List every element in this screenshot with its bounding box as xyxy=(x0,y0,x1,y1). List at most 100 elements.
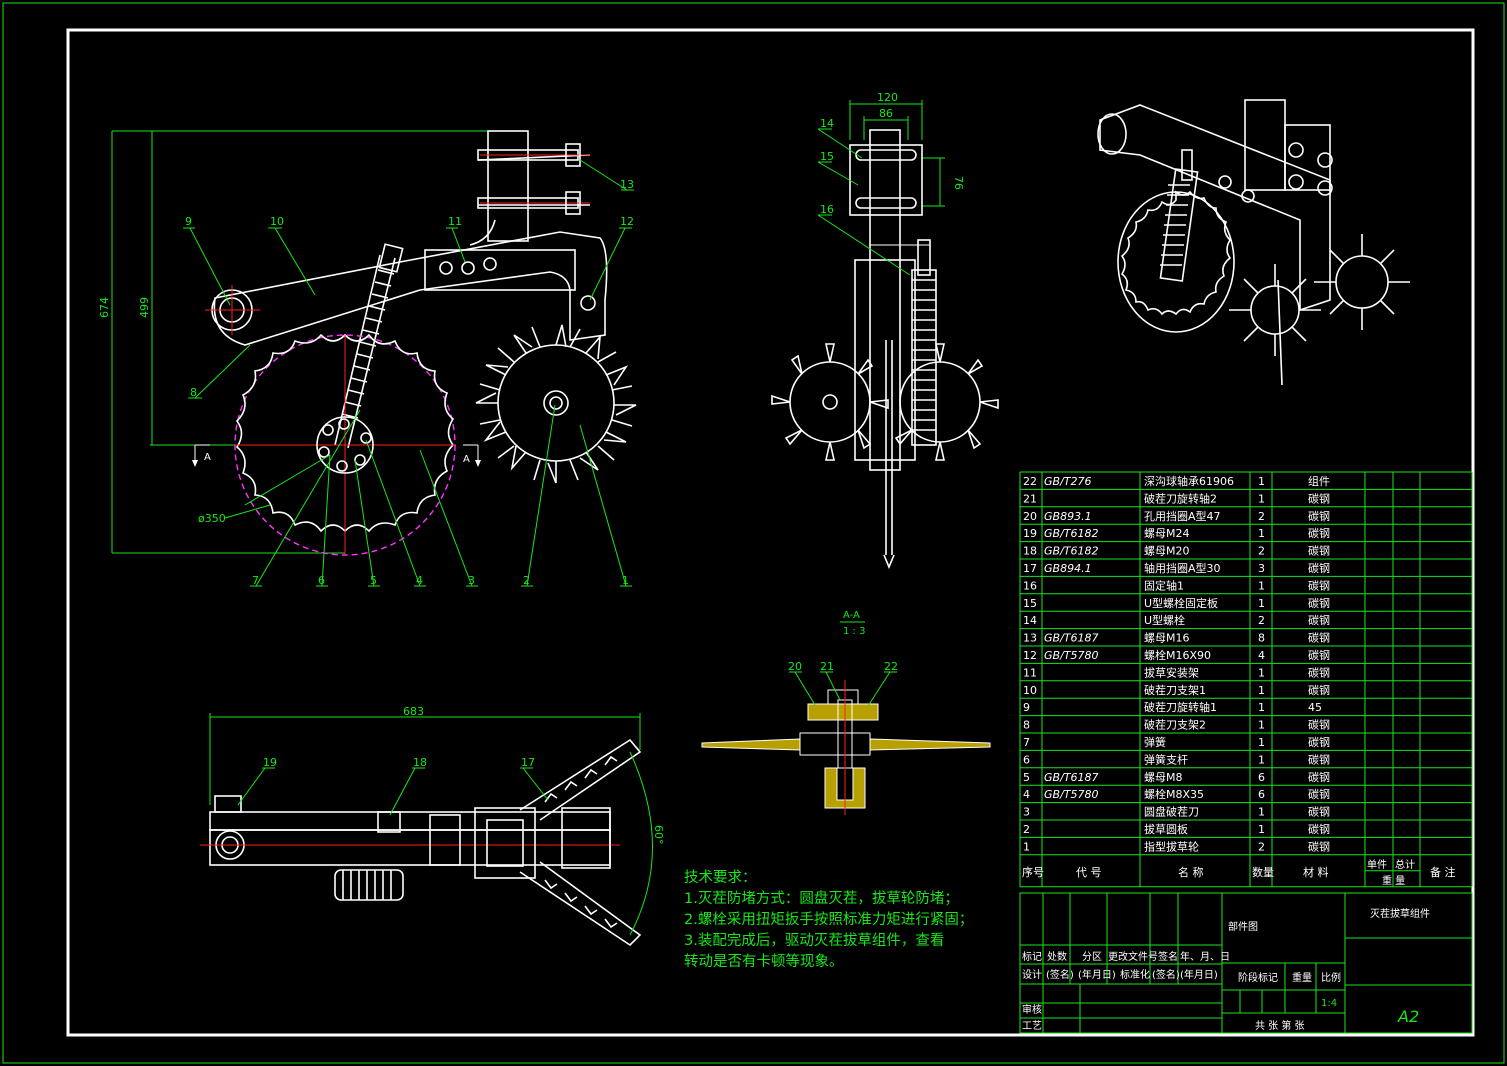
bom-qty: 1 xyxy=(1258,719,1265,732)
bom-qty: 6 xyxy=(1258,788,1265,801)
bom-no: 14 xyxy=(1023,614,1037,627)
bom-name: 指型拔草轮 xyxy=(1144,839,1199,853)
bom-header-cell: 材 料 xyxy=(1303,865,1329,879)
svg-text:签名: 签名 xyxy=(1158,950,1178,963)
tech-line: 转动是否有卡顿等现象。 xyxy=(684,954,844,970)
svg-text:10: 10 xyxy=(270,215,284,228)
bom-name: 破茬刀支架2 xyxy=(1144,718,1206,732)
svg-text:A: A xyxy=(204,452,211,463)
bom-qty: 1 xyxy=(1258,579,1265,592)
svg-text:11: 11 xyxy=(448,215,462,228)
bom-material: 碳钢 xyxy=(1308,735,1330,749)
svg-text:更改文件号: 更改文件号 xyxy=(1108,950,1158,963)
bom-qty: 1 xyxy=(1258,597,1265,610)
svg-text:灭茬拔草组件: 灭茬拔草组件 xyxy=(1370,907,1430,920)
bom-no: 20 xyxy=(1023,510,1037,523)
tech-line: 2.螺栓采用扭矩扳手按照标准力矩进行紧固； xyxy=(684,912,974,928)
bom-material: 碳钢 xyxy=(1308,613,1330,627)
bom-qty: 2 xyxy=(1258,510,1265,523)
bom-no: 4 xyxy=(1023,788,1030,801)
svg-text:处数: 处数 xyxy=(1047,950,1067,963)
svg-text:ø350: ø350 xyxy=(198,512,226,525)
bom-material: 碳钢 xyxy=(1308,683,1330,697)
bom-no: 22 xyxy=(1023,475,1037,488)
side-view: 120 86 76 14 15 16 xyxy=(771,91,999,570)
bom-header-cell: 序号 xyxy=(1022,865,1044,879)
bom-code: GB/T5780 xyxy=(1044,788,1099,801)
bom-qty: 1 xyxy=(1258,666,1265,679)
svg-text:3: 3 xyxy=(468,574,475,587)
bom-no: 2 xyxy=(1023,823,1030,836)
bom-material: 碳钢 xyxy=(1308,491,1330,505)
svg-text:(签名): (签名) xyxy=(1152,968,1180,981)
svg-text:共 张 第 张: 共 张 第 张 xyxy=(1255,1019,1305,1032)
dim-499: 499 xyxy=(138,297,151,318)
svg-text:15: 15 xyxy=(820,150,834,163)
top-view: 683 60° 19 18 17 xyxy=(200,705,665,947)
tech-heading: 技术要求： xyxy=(684,870,757,886)
svg-text:8: 8 xyxy=(190,386,197,399)
svg-text:1 : 3: 1 : 3 xyxy=(843,626,865,637)
svg-text:标准化: 标准化 xyxy=(1120,968,1150,981)
bom-code: GB/T6187 xyxy=(1044,771,1099,784)
svg-text:1: 1 xyxy=(622,574,629,587)
svg-text:阶段标记: 阶段标记 xyxy=(1238,971,1278,984)
front-view: 674 499 xyxy=(98,130,637,587)
svg-text:7: 7 xyxy=(252,574,259,587)
svg-text:22: 22 xyxy=(884,660,898,673)
bom-name: U型螺栓 xyxy=(1144,613,1185,627)
bom-no: 13 xyxy=(1023,632,1037,645)
bom-qty: 2 xyxy=(1258,614,1265,627)
svg-text:17: 17 xyxy=(521,756,535,769)
bom-header-cell: 总计 xyxy=(1395,858,1415,871)
svg-text:重量: 重量 xyxy=(1292,971,1312,984)
svg-text:设计: 设计 xyxy=(1022,968,1042,981)
svg-text:(年月日): (年月日) xyxy=(1078,968,1116,981)
bom-code: GB894.1 xyxy=(1044,562,1092,575)
bom-no: 18 xyxy=(1023,545,1037,558)
bom-header-cell: 单件 xyxy=(1367,859,1387,871)
bom-no: 5 xyxy=(1023,771,1030,784)
bom-qty: 8 xyxy=(1258,632,1265,645)
svg-text:年、月、日: 年、月、日 xyxy=(1180,950,1230,963)
svg-text:20: 20 xyxy=(788,660,802,673)
svg-text:2: 2 xyxy=(523,574,530,587)
bom-name: 深沟球轴承61906 xyxy=(1144,474,1234,488)
bom-qty: 6 xyxy=(1258,771,1265,784)
bom-name: 螺母M16 xyxy=(1144,632,1190,645)
bom-name: 破茬刀旋转轴1 xyxy=(1144,700,1217,714)
tech-line: 3.装配完成后，驱动灭茬拔草组件，查看 xyxy=(684,933,945,949)
title-block: 部件图 灭茬拔草组件 标记 处数 分区 更改文件号 签名 年、月、日 设计 (签… xyxy=(1019,892,1473,1034)
bom-name: U型螺栓固定板 xyxy=(1144,596,1218,610)
bom-no: 3 xyxy=(1023,806,1030,819)
svg-text:19: 19 xyxy=(263,756,277,769)
svg-text:60°: 60° xyxy=(652,825,665,845)
bom-name: 固定轴1 xyxy=(1144,578,1184,592)
bom-qty: 1 xyxy=(1258,753,1265,766)
bom-name: 弹簧支杆 xyxy=(1144,752,1188,766)
svg-text:(签名): (签名) xyxy=(1046,968,1074,981)
bom-qty: 3 xyxy=(1258,562,1265,575)
bom-material: 碳钢 xyxy=(1308,509,1330,523)
bom-qty: 1 xyxy=(1258,475,1265,488)
svg-text:A2: A2 xyxy=(1397,1007,1419,1026)
bom-name: 破茬刀支架1 xyxy=(1144,683,1206,697)
svg-text:比例: 比例 xyxy=(1321,971,1341,984)
bom-material: 45 xyxy=(1308,701,1322,714)
bom-header-cell: 数量 xyxy=(1252,866,1274,879)
bom-no: 11 xyxy=(1023,666,1037,679)
bom-header-cell: 名 称 xyxy=(1178,865,1204,879)
bom-qty: 2 xyxy=(1258,545,1265,558)
bom-header-cell: 备 注 xyxy=(1430,865,1456,879)
svg-text:(年月日): (年月日) xyxy=(1180,968,1218,981)
svg-text:4: 4 xyxy=(416,574,423,587)
svg-text:分区: 分区 xyxy=(1082,951,1102,963)
bom-qty: 4 xyxy=(1258,649,1265,662)
bom-no: 15 xyxy=(1023,597,1037,610)
svg-text:14: 14 xyxy=(820,117,834,130)
svg-text:5: 5 xyxy=(370,574,377,587)
bom-material: 碳钢 xyxy=(1308,665,1330,679)
bom-header-cell: 代 号 xyxy=(1076,866,1102,879)
